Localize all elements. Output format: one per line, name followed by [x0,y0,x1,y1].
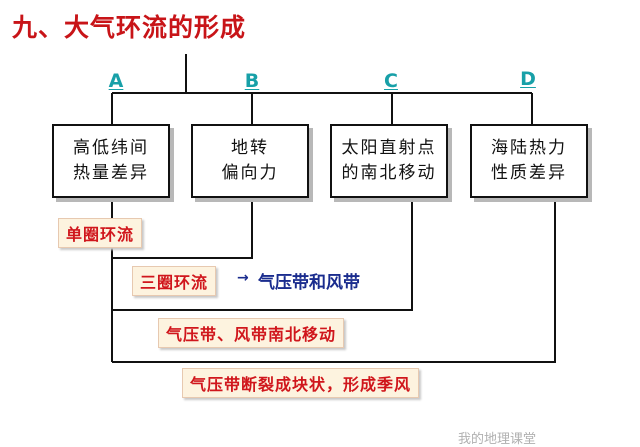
note-pressure-wind-belts: 气压带和风带 [258,273,360,293]
factor-box-heat-difference: 高低纬间 热量差异 [52,124,170,198]
factor-box-coriolis: 地转 偏向力 [191,124,309,198]
label-c: C [384,70,398,92]
factor-box-line: 热量差异 [73,163,149,183]
factor-box-solar-point: 太阳直射点 的南北移动 [330,124,448,198]
arrow-right-icon: → [237,270,249,286]
factor-box-line: 偏向力 [221,163,279,183]
page-title: 九、大气环流的形成 [12,13,247,42]
box-b-connector [112,198,253,259]
label-a: A [108,70,124,92]
tag-belt-shift: 气压带、风带南北移动 [158,318,345,348]
watermark: 我的地理课堂 [458,432,537,447]
factor-box-land-sea: 海陆热力 性质差异 [470,124,588,198]
box-d-connector [112,198,556,363]
factor-box-line: 高低纬间 [73,138,149,158]
factor-box-line: 太阳直射点 [341,138,437,158]
label-b: B [244,70,260,92]
factor-box-line: 性质差异 [491,163,567,183]
label-d: D [520,68,536,90]
factor-box-line: 海陆热力 [491,138,567,158]
tag-monsoon: 气压带断裂成块状，形成季风 [182,368,420,398]
tag-single-cell: 单圈环流 [58,218,143,248]
tag-three-cell: 三圈环流 [132,266,217,296]
factor-box-line: 地转 [231,138,269,158]
factor-box-line: 的南北移动 [341,163,437,183]
box-c-connector [112,198,413,311]
